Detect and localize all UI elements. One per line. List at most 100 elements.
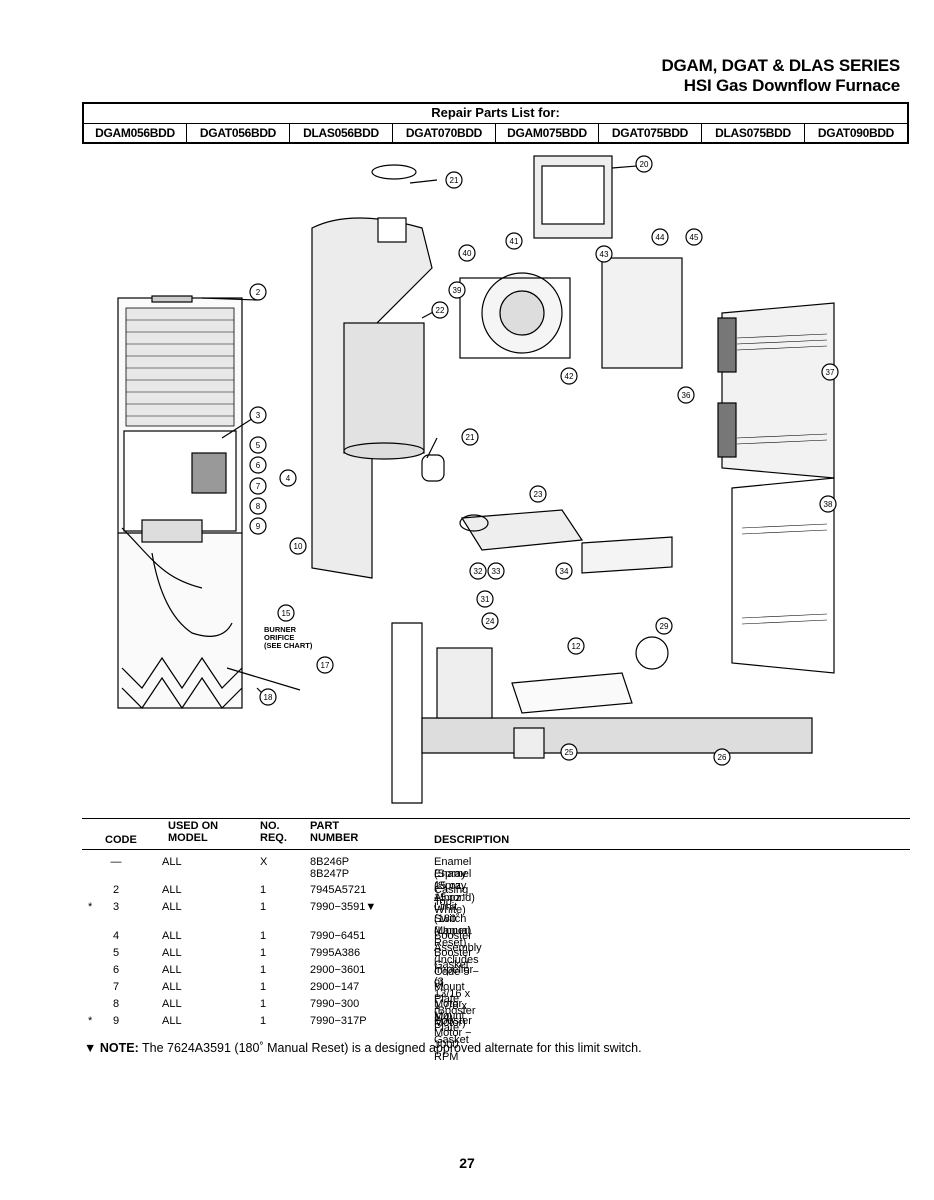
series-title: DGAM, DGAT & DLAS SERIES bbox=[661, 56, 900, 75]
svg-text:37: 37 bbox=[826, 368, 835, 377]
callout-38: 38 bbox=[819, 495, 837, 513]
series-subtitle: HSI Gas Downflow Furnace bbox=[683, 76, 900, 95]
callout-32: 32 bbox=[469, 562, 487, 580]
svg-text:(SEE CHART): (SEE CHART) bbox=[264, 641, 313, 650]
svg-text:34: 34 bbox=[560, 567, 569, 576]
header-code: CODE bbox=[105, 834, 137, 846]
svg-text:39: 39 bbox=[453, 286, 462, 295]
svg-text:7: 7 bbox=[256, 482, 261, 491]
callout-5: 5 bbox=[249, 436, 267, 454]
callout-17: 17 bbox=[316, 656, 334, 674]
svg-text:2: 2 bbox=[256, 288, 261, 297]
header-model: MODEL bbox=[168, 832, 208, 844]
model-cell: DGAT075BDD bbox=[599, 124, 702, 143]
svg-text:ORIFICE: ORIFICE bbox=[264, 633, 294, 642]
svg-text:10: 10 bbox=[294, 542, 303, 551]
callout-22: 22 bbox=[431, 301, 449, 319]
callout-21-bottom: 21 bbox=[461, 428, 479, 446]
callout-42: 42 bbox=[560, 367, 578, 385]
model-cell: DGAT090BDD bbox=[817, 126, 895, 140]
repair-parts-title: Repair Parts List for: bbox=[84, 104, 907, 124]
exploded-parts-diagram: 2 3 4 5 6 7 8 9 10 12 15 17 18 20 21 21 … bbox=[117, 155, 839, 804]
callout-12: 12 bbox=[567, 637, 585, 655]
callout-6: 6 bbox=[249, 456, 267, 474]
svg-text:3: 3 bbox=[256, 411, 261, 420]
svg-text:8: 8 bbox=[256, 502, 261, 511]
callout-2: 2 bbox=[249, 283, 267, 301]
svg-text:23: 23 bbox=[534, 490, 543, 499]
callout-29: 29 bbox=[655, 617, 673, 635]
header-no: NO. bbox=[260, 820, 280, 832]
model-cell: DLAS075BDD bbox=[702, 124, 805, 143]
svg-text:40: 40 bbox=[463, 249, 472, 258]
model-list: DGAM056BDD DGAT056BDD DLAS056BDD DGAT070… bbox=[84, 124, 907, 143]
header-part: PART bbox=[310, 820, 340, 832]
model-cell: DGAT070BDD bbox=[393, 124, 496, 143]
model-cell: DGAT056BDD bbox=[187, 124, 290, 143]
callout-39: 39 bbox=[448, 281, 466, 299]
callout-25: 25 bbox=[560, 743, 578, 761]
note-label: ▼ NOTE: bbox=[84, 1041, 139, 1055]
svg-text:43: 43 bbox=[600, 250, 609, 259]
svg-text:41: 41 bbox=[510, 237, 519, 246]
svg-text:26: 26 bbox=[718, 753, 727, 762]
callout-4: 4 bbox=[279, 469, 297, 487]
svg-text:29: 29 bbox=[660, 622, 669, 631]
svg-text:32: 32 bbox=[474, 567, 483, 576]
callout-15: 15 bbox=[277, 604, 295, 622]
svg-text:42: 42 bbox=[565, 372, 574, 381]
model-cell: DLAS056BDD bbox=[290, 124, 393, 143]
burner-orifice-label: BURNER ORIFICE (SEE CHART) bbox=[264, 625, 313, 650]
callout-21-top: 21 bbox=[445, 171, 463, 189]
callout-18: 18 bbox=[259, 688, 277, 706]
callout-3: 3 bbox=[249, 406, 267, 424]
callout-45: 45 bbox=[685, 228, 703, 246]
svg-text:31: 31 bbox=[481, 595, 490, 604]
svg-text:17: 17 bbox=[321, 661, 330, 670]
callout-24: 24 bbox=[481, 612, 499, 630]
callout-9: 9 bbox=[249, 517, 267, 535]
table-header-rule bbox=[82, 849, 910, 850]
table-top-rule bbox=[82, 818, 910, 819]
svg-text:25: 25 bbox=[565, 748, 574, 757]
callout-23: 23 bbox=[529, 485, 547, 503]
svg-text:21: 21 bbox=[450, 176, 459, 185]
svg-text:38: 38 bbox=[824, 500, 833, 509]
svg-text:33: 33 bbox=[492, 567, 501, 576]
header-number: NUMBER bbox=[310, 832, 359, 844]
svg-text:45: 45 bbox=[690, 233, 699, 242]
model-cell: DGAM056BDD bbox=[84, 124, 187, 143]
svg-text:18: 18 bbox=[264, 693, 273, 702]
svg-text:12: 12 bbox=[572, 642, 581, 651]
limit-switch-note: ▼ NOTE: The 7624A3591 (180˚ Manual Reset… bbox=[84, 1041, 642, 1055]
callout-33: 33 bbox=[487, 562, 505, 580]
page-number: 27 bbox=[459, 1155, 475, 1171]
note-text: The 7624A3591 (180˚ Manual Reset) is a d… bbox=[138, 1041, 642, 1055]
svg-text:36: 36 bbox=[682, 391, 691, 400]
callout-44: 44 bbox=[651, 228, 669, 246]
svg-text:BURNER: BURNER bbox=[264, 625, 297, 634]
svg-text:22: 22 bbox=[436, 306, 445, 315]
callout-36: 36 bbox=[677, 386, 695, 404]
model-cell: DGAM075BDD bbox=[496, 124, 599, 143]
svg-text:9: 9 bbox=[256, 522, 261, 531]
header-used-on: USED ON bbox=[168, 820, 219, 832]
svg-text:20: 20 bbox=[640, 160, 649, 169]
callout-37: 37 bbox=[821, 363, 839, 381]
callout-7: 7 bbox=[249, 477, 267, 495]
svg-text:21: 21 bbox=[466, 433, 475, 442]
callout-41: 41 bbox=[505, 232, 523, 250]
svg-text:15: 15 bbox=[282, 609, 291, 618]
callout-34: 34 bbox=[555, 562, 573, 580]
header-req: REQ. bbox=[260, 832, 287, 844]
callout-26: 26 bbox=[713, 748, 731, 766]
callout-40: 40 bbox=[458, 244, 476, 262]
svg-text:5: 5 bbox=[256, 441, 261, 450]
repair-parts-header: Repair Parts List for: DGAM056BDD DGAT05… bbox=[82, 102, 909, 144]
callout-20: 20 bbox=[635, 155, 653, 173]
svg-text:24: 24 bbox=[486, 617, 495, 626]
svg-text:44: 44 bbox=[656, 233, 665, 242]
header-description: DESCRIPTION bbox=[434, 834, 510, 846]
callout-10: 10 bbox=[289, 537, 307, 555]
svg-text:4: 4 bbox=[286, 474, 291, 483]
